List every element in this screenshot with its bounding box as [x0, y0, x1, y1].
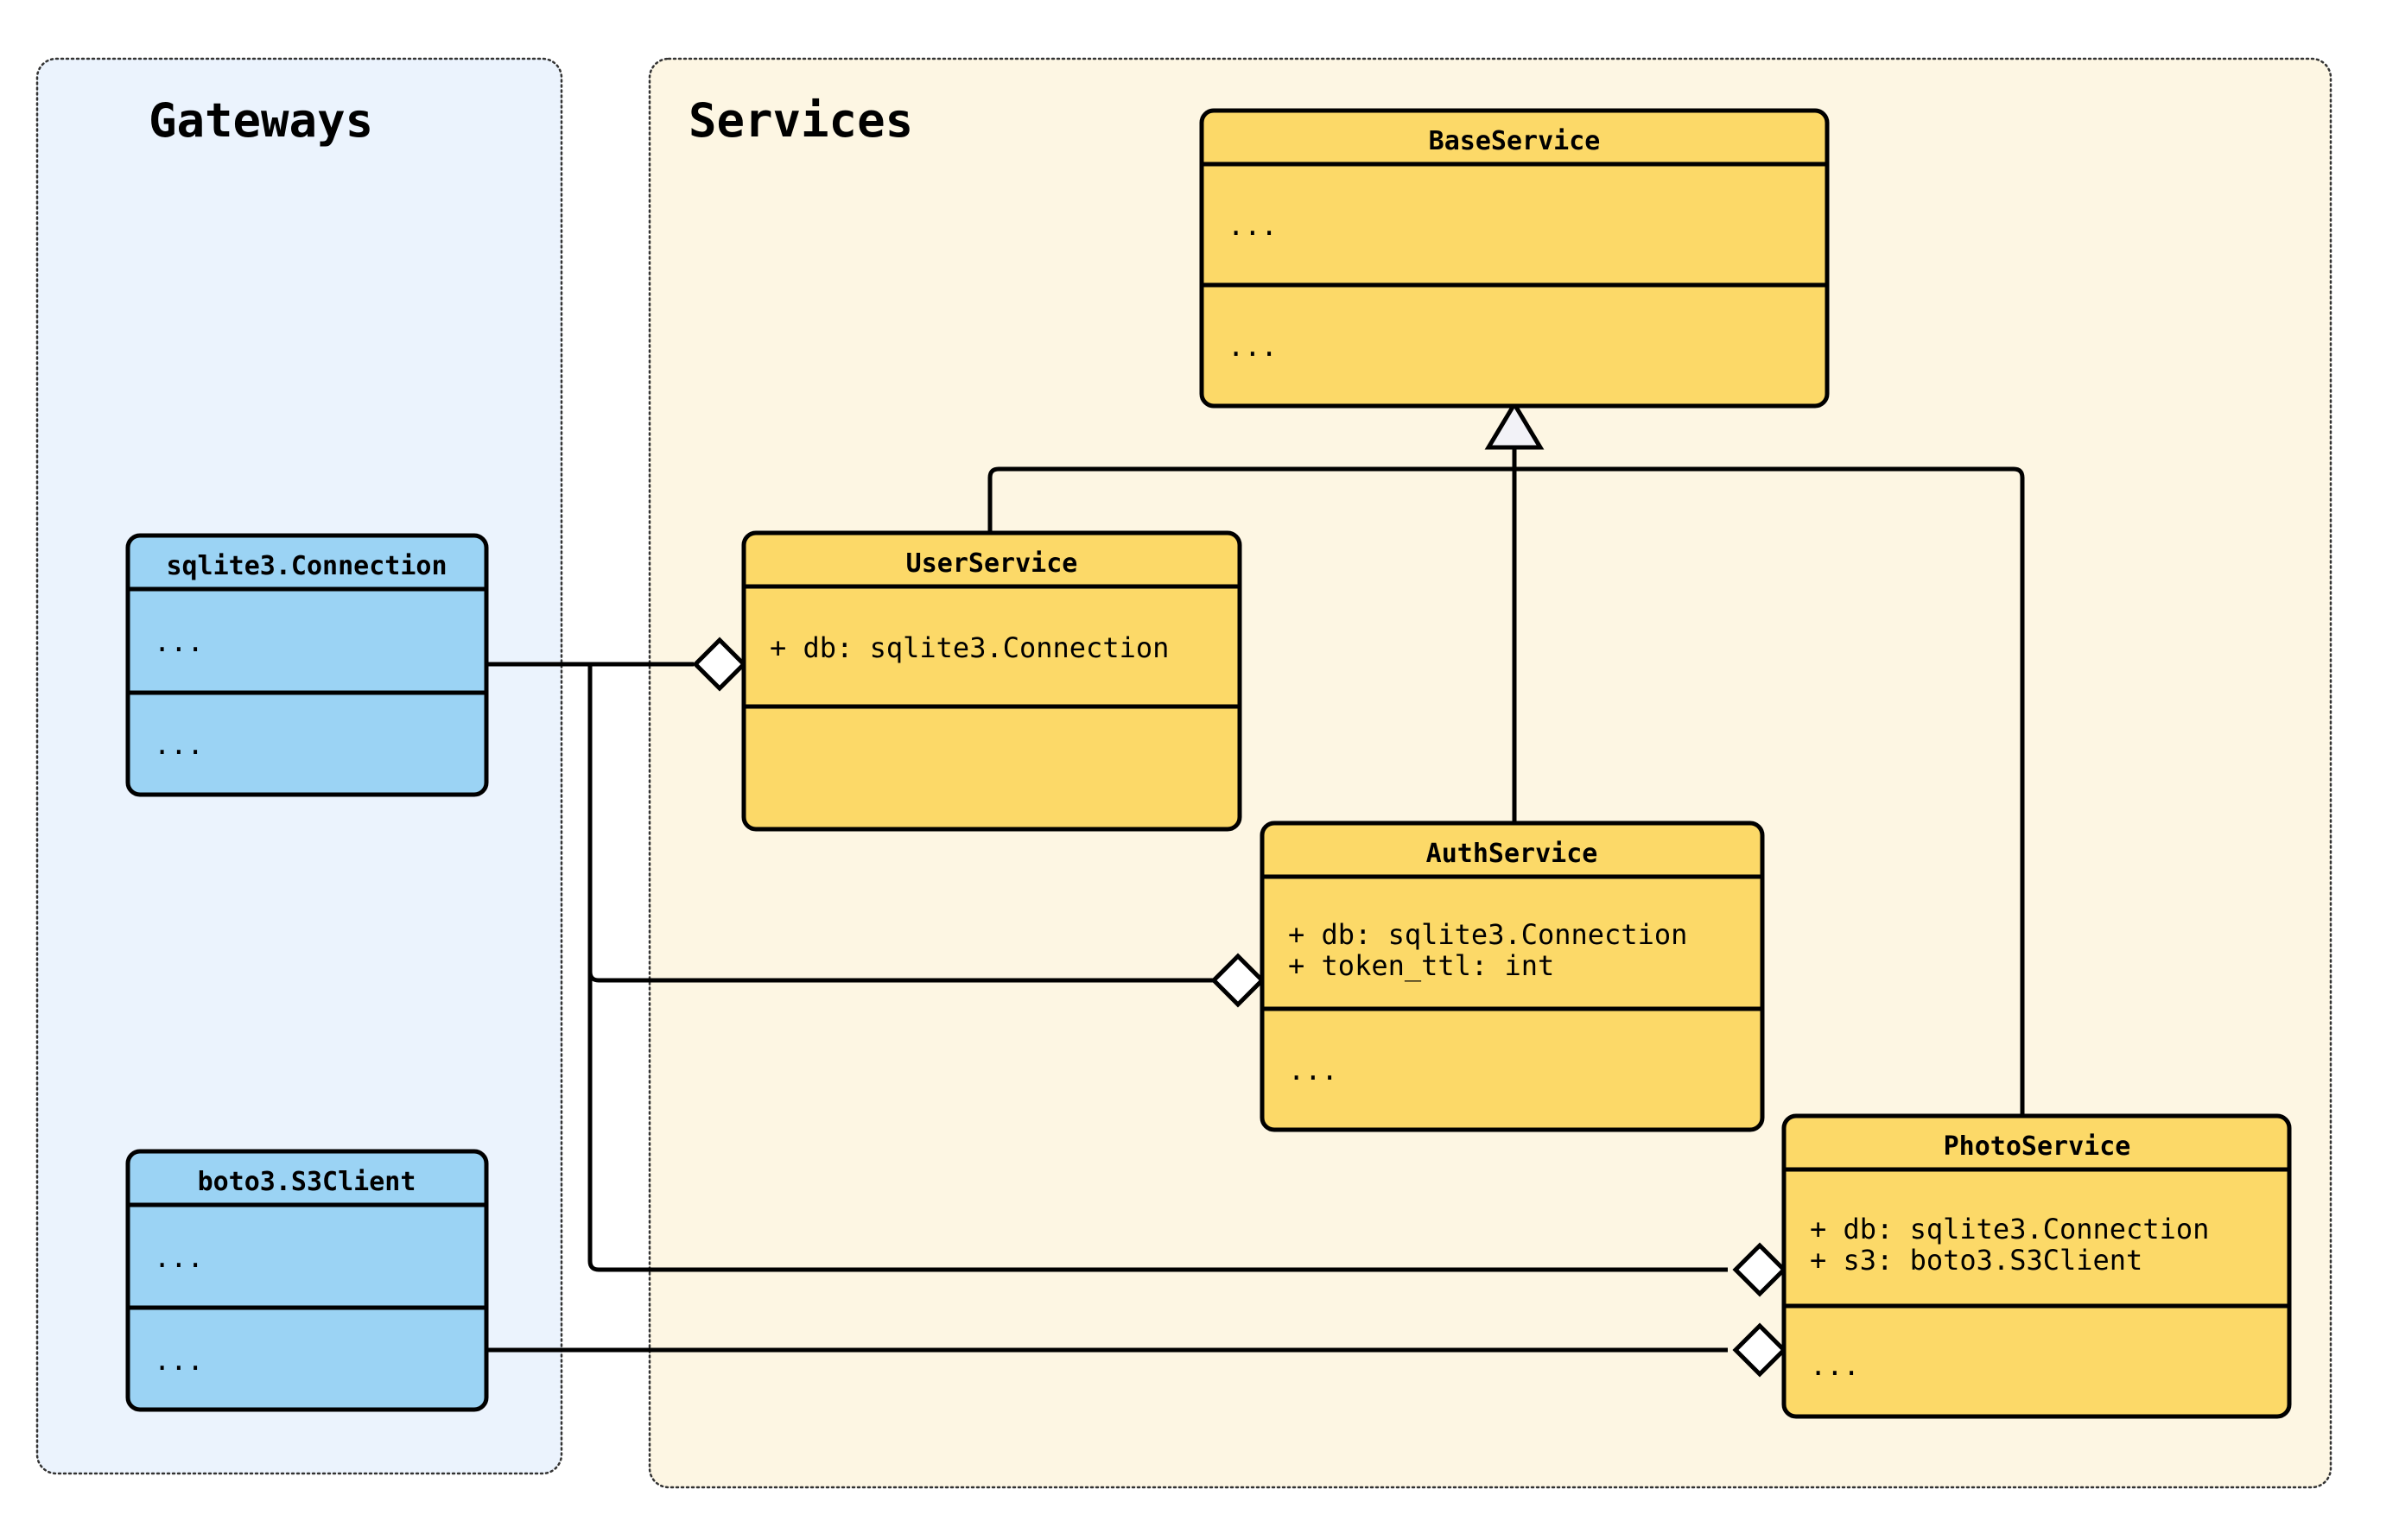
class-boto3-s3client-body	[125, 1149, 489, 1412]
inheritance-edge-userservice	[987, 466, 1000, 533]
class-sqlite3-connection-body	[125, 533, 489, 797]
class-boto3-s3client-methods: ...	[154, 1344, 204, 1377]
class-box-sqlite3-connection[interactable]: sqlite3.Connection ... ...	[125, 533, 489, 797]
class-sqlite3-connection-methods: ...	[154, 728, 204, 761]
class-auth-service-body	[1260, 821, 1765, 1132]
package-gateways-title: Gateways	[149, 93, 373, 148]
class-base-service-methods: ...	[1228, 330, 1278, 363]
class-box-photo-service[interactable]: PhotoService + db: sqlite3.Connection + …	[1781, 1113, 2292, 1419]
class-base-service-name: BaseService	[1429, 126, 1601, 156]
class-user-service-attribute-db: + db: sqlite3.Connection	[770, 631, 1169, 664]
class-photo-service-body	[1781, 1113, 2292, 1419]
inheritance-edge-photoservice	[2013, 466, 2025, 1116]
inheritance-edges	[987, 400, 2025, 1116]
aggregation-diamond-authservice-db	[1210, 953, 1266, 1008]
class-boto3-s3client-attributes: ...	[154, 1241, 204, 1274]
class-box-auth-service[interactable]: AuthService + db: sqlite3.Connection + t…	[1260, 821, 1765, 1132]
aggregation-branch-authservice-db	[587, 971, 1218, 983]
class-base-service-attributes: ...	[1228, 209, 1278, 242]
class-sqlite3-connection-name: sqlite3.Connection	[166, 551, 447, 581]
class-auth-service-name: AuthService	[1426, 839, 1598, 869]
class-auth-service-attribute-db: + db: sqlite3.Connection	[1288, 918, 1687, 951]
class-base-service-body	[1199, 108, 1830, 409]
aggregation-trunk-sqlite	[587, 664, 1728, 1272]
class-box-boto3-s3client[interactable]: boto3.S3Client ... ...	[125, 1149, 489, 1412]
class-boto3-s3client-name: boto3.S3Client	[198, 1167, 416, 1197]
aggregation-edges	[486, 637, 1787, 1378]
class-box-base-service[interactable]: BaseService ... ...	[1199, 108, 1830, 409]
class-user-service-body	[741, 530, 1242, 832]
class-photo-service-attribute-db: + db: sqlite3.Connection	[1810, 1213, 2209, 1245]
class-sqlite3-connection-attributes: ...	[154, 625, 204, 658]
class-photo-service-name: PhotoService	[1944, 1131, 2131, 1162]
package-services-title: Services	[689, 93, 913, 148]
inheritance-arrowhead-icon	[1484, 400, 1545, 450]
class-auth-service-methods: ...	[1288, 1054, 1338, 1087]
class-photo-service-methods: ...	[1810, 1349, 1860, 1382]
class-user-service-name: UserService	[906, 548, 1078, 579]
aggregation-diamond-userservice-db	[692, 637, 747, 692]
class-box-user-service[interactable]: UserService + db: sqlite3.Connection	[741, 530, 1242, 832]
class-photo-service-attribute-s3: + s3: boto3.S3Client	[1810, 1244, 2142, 1277]
aggregation-diamond-photoservice-db	[1732, 1242, 1787, 1297]
class-auth-service-attribute-token-ttl: + token_ttl: int	[1288, 949, 1554, 982]
aggregation-diamond-photoservice-s3	[1732, 1322, 1787, 1378]
